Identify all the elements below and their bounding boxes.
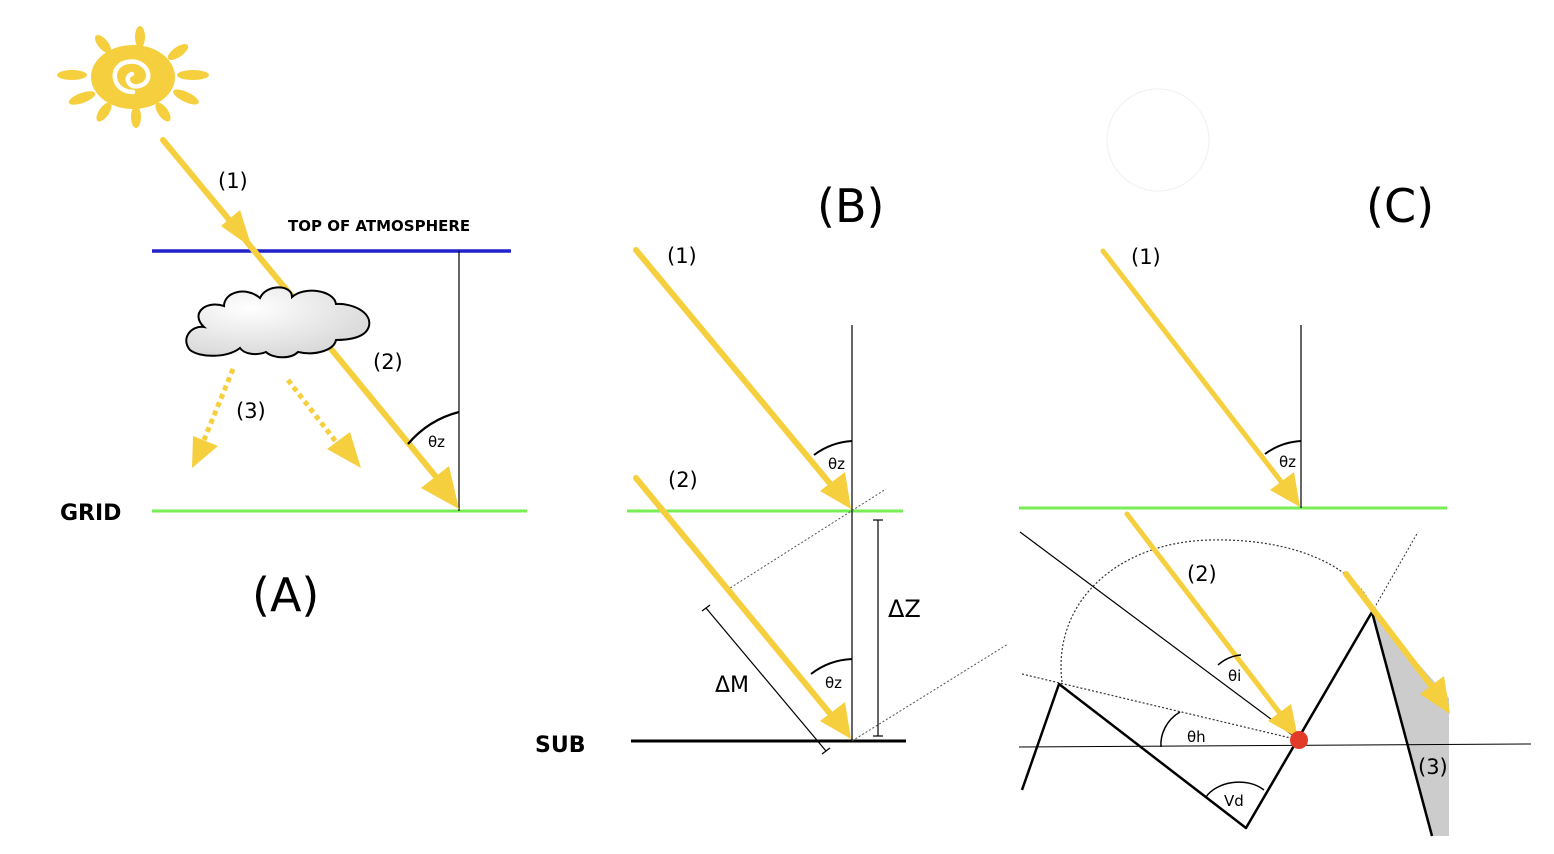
delta-z-label: ΔZ (888, 595, 921, 623)
incidence-angle-label: θi (1228, 667, 1241, 685)
surface-normal-line (1019, 531, 1300, 741)
valley-angle-arc (1205, 781, 1265, 798)
panel-a: (1) TOP OF ATMOSPHERE (2) (3) θz GRID (A… (57, 26, 527, 622)
beam-1-a (160, 137, 239, 231)
shadow-region (1372, 612, 1449, 836)
beam-1-c (1100, 248, 1286, 487)
observation-point (1290, 731, 1308, 749)
zenith-angle-b-top-label: θz (828, 455, 845, 473)
horizontal-reference-c (1018, 743, 1532, 748)
beam-1-b (633, 247, 835, 489)
beam-1-c-arrowhead (1270, 472, 1300, 507)
ridge-ray-dotted (1371, 531, 1419, 613)
beam-3-c (1343, 571, 1436, 691)
guide-dotted-top (726, 488, 887, 591)
zenith-angle-arc-c (1264, 440, 1302, 455)
delta-m-dimension (701, 604, 831, 755)
zenith-angle-arc-b-bottom (810, 658, 853, 675)
beam-2-c-label: (2) (1187, 562, 1217, 586)
top-of-atmosphere-label: TOP OF ATMOSPHERE (288, 217, 470, 235)
horizon-ray-dotted (1021, 673, 1300, 741)
beam-2-a-arrowhead (421, 466, 459, 509)
beam-2-a-label: (2) (373, 350, 403, 374)
sub-label: SUB (535, 733, 585, 758)
beam-3-a-left-arrowhead (192, 436, 218, 468)
beam-2-a (319, 335, 440, 481)
zenith-angle-b-bottom-label: θz (825, 674, 842, 692)
panel-c: (C) (1) θz (2) θi (1018, 88, 1532, 837)
incidence-angle-arc (1217, 654, 1242, 666)
beam-2-c-arrowhead (1268, 704, 1298, 738)
zenith-angle-a-label: θz (428, 433, 445, 451)
horizon-angle-label: θh (1187, 728, 1206, 746)
panel-a-title: (A) (252, 568, 319, 622)
delta-m-label: ΔM (715, 673, 749, 698)
horizon-angle-arc (1160, 711, 1181, 748)
beam-3-a-label: (3) (236, 399, 266, 423)
beam-2-b-label: (2) (668, 468, 698, 492)
beam-1-b-arrowhead (820, 472, 851, 509)
beam-1-c-label: (1) (1131, 245, 1161, 269)
terrain-profile (1020, 610, 1434, 837)
zenith-angle-arc-a (407, 410, 460, 445)
beam-1-a-arrowhead (221, 210, 252, 248)
beam-2-b (633, 475, 835, 719)
panel-b: (B) (1) (2) θz θz ΔZ ΔM (535, 179, 1009, 758)
beam-3-a-right (286, 378, 342, 449)
beam-1-a-label: (1) (218, 169, 248, 193)
beam-3-a-right-arrowhead (327, 432, 361, 468)
beam-3-c-arrowhead (1420, 676, 1450, 714)
delta-z-dimension (873, 519, 883, 737)
beam-2-c (1124, 511, 1285, 719)
cloud-icon (185, 286, 371, 359)
zenith-angle-arc-b-top (813, 440, 853, 456)
grid-label: GRID (60, 501, 121, 526)
beam-3-a-left (201, 368, 236, 441)
panel-b-title: (B) (817, 179, 884, 233)
horizon-dome (1060, 539, 1375, 683)
guide-dotted-bottom (851, 643, 1009, 742)
beam-1-b-label: (1) (667, 244, 697, 268)
sun-icon (57, 26, 209, 128)
zenith-angle-c-label: θz (1279, 453, 1296, 471)
beam-2-b-arrowhead (820, 702, 851, 739)
valley-angle-label: Vd (1224, 792, 1244, 810)
faint-circle (1106, 88, 1210, 192)
beam-3-c-label: (3) (1418, 755, 1448, 779)
panel-c-title: (C) (1366, 179, 1434, 233)
